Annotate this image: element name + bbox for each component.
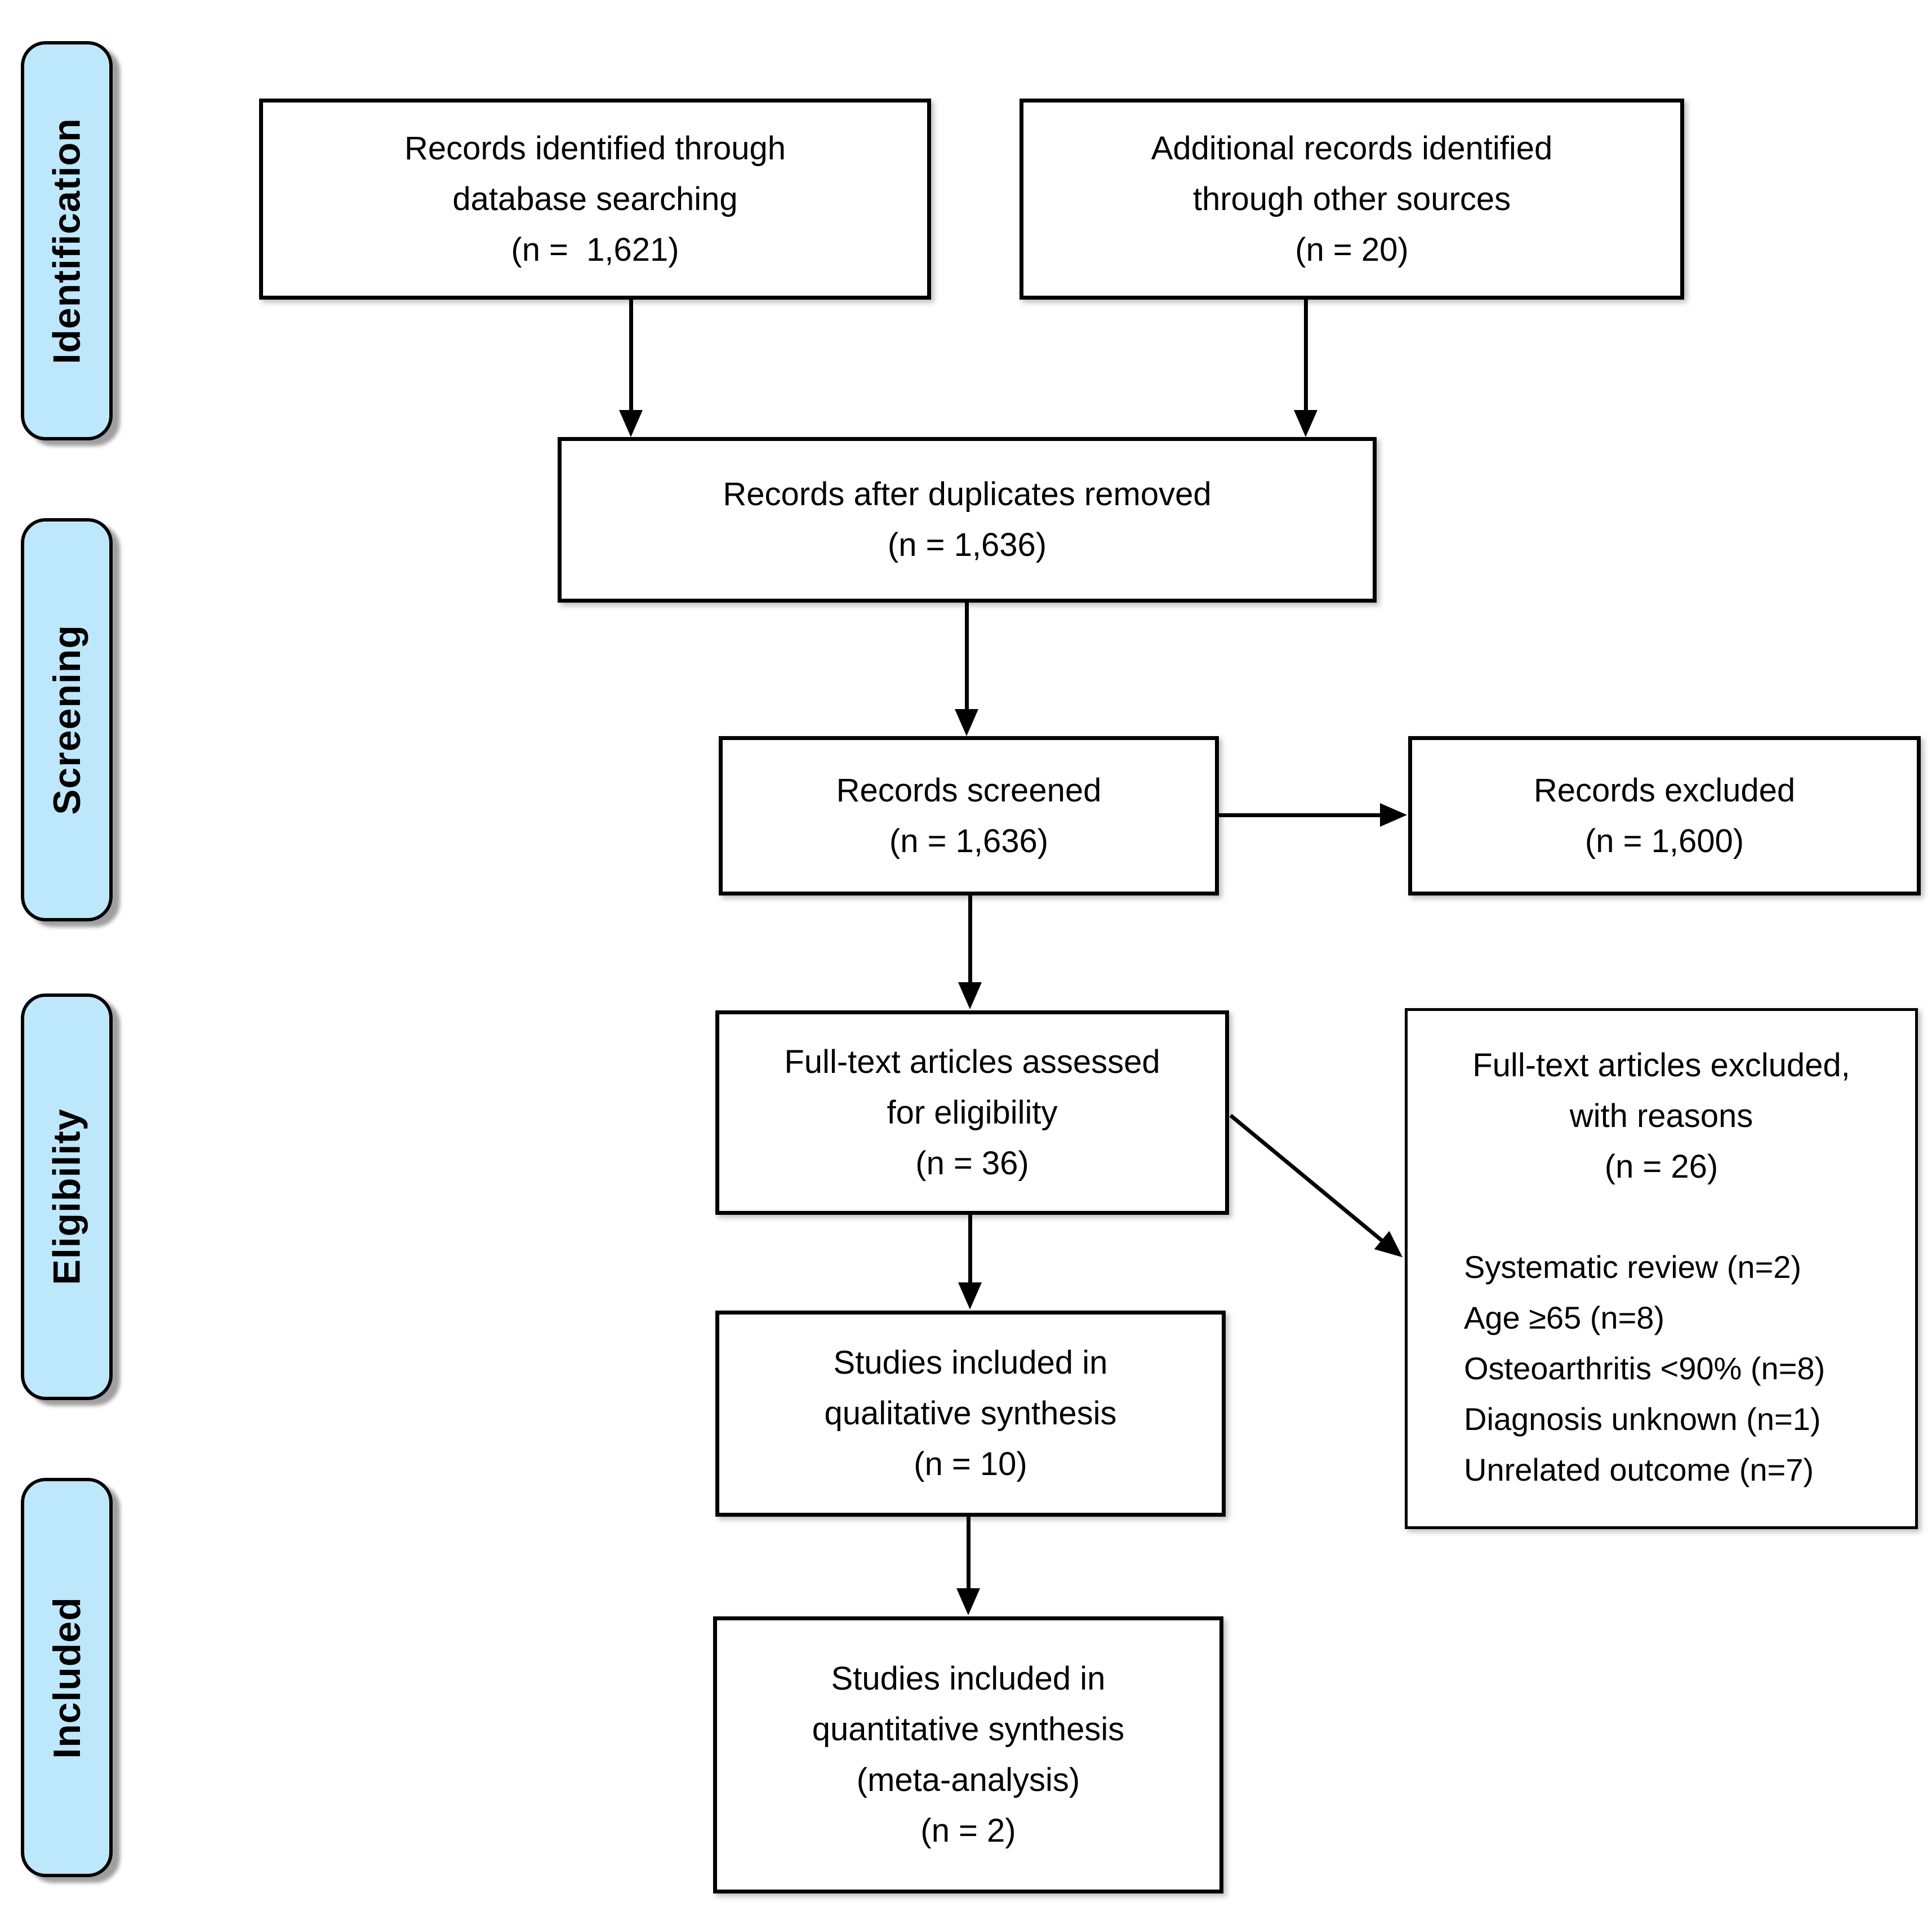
stage-identification: Identification bbox=[21, 41, 113, 440]
box-duplicates-removed: Records after duplicates removed (n = 1,… bbox=[558, 437, 1377, 603]
box-additional-records: Additional records identified through ot… bbox=[1020, 99, 1684, 300]
stage-included-label: Included bbox=[45, 1596, 88, 1759]
box-line: (n = 1,621) bbox=[511, 231, 679, 268]
box-quantitative-synthesis: Studies included in quantitative synthes… bbox=[713, 1616, 1223, 1893]
box-line: (n = 1,636) bbox=[889, 822, 1049, 859]
box-qualitative-synthesis: Studies included in qualitative synthesi… bbox=[715, 1311, 1226, 1517]
box-fulltext-assessed: Full-text articles assessed for eligibil… bbox=[715, 1010, 1229, 1215]
stage-eligibility-label: Eligibility bbox=[45, 1108, 88, 1285]
stage-included: Included bbox=[21, 1478, 113, 1877]
box-line: for eligibility bbox=[887, 1094, 1058, 1131]
exclusion-reason: Osteoarthritis <90% (n=8) bbox=[1464, 1351, 1826, 1386]
box-line: (n = 1,600) bbox=[1584, 822, 1744, 859]
box-line: Records after duplicates removed bbox=[723, 476, 1212, 513]
box-fulltext-excluded: Full-text articles excluded, with reason… bbox=[1405, 1008, 1918, 1529]
stage-identification-label: Identification bbox=[45, 117, 88, 364]
box-line: qualitative synthesis bbox=[824, 1395, 1117, 1432]
box-records-identified: Records identified through database sear… bbox=[259, 99, 931, 300]
box-line: Records identified through bbox=[404, 130, 786, 167]
box-line: quantitative synthesis bbox=[812, 1711, 1125, 1748]
box-line: Records screened bbox=[836, 772, 1102, 809]
exclusion-reasons-list: Systematic review (n=2) Age ≥65 (n=8) Os… bbox=[1408, 1242, 1915, 1495]
box-line: Additional records identified bbox=[1151, 130, 1553, 167]
box-line: (n = 36) bbox=[915, 1144, 1029, 1182]
stage-screening: Screening bbox=[21, 518, 113, 921]
box-line: database searching bbox=[452, 180, 738, 217]
box-line: (n = 1,636) bbox=[887, 527, 1047, 563]
exclusion-reason: Age ≥65 (n=8) bbox=[1464, 1300, 1665, 1335]
arrow-fulltext-to-excluded-diagonal bbox=[1218, 1100, 1415, 1272]
box-line: Records excluded bbox=[1533, 772, 1796, 809]
exclusion-reason: Systematic review (n=2) bbox=[1464, 1249, 1802, 1285]
exclusion-reason: Unrelated outcome (n=7) bbox=[1464, 1452, 1814, 1487]
box-line: (n = 20) bbox=[1295, 231, 1409, 268]
stage-screening-label: Screening bbox=[45, 625, 88, 815]
box-records-screened: Records screened (n = 1,636) bbox=[719, 736, 1219, 895]
box-line: Studies included in bbox=[833, 1344, 1108, 1381]
box-line: (n = 2) bbox=[920, 1812, 1016, 1849]
box-records-excluded: Records excluded (n = 1,600) bbox=[1408, 736, 1921, 895]
box-line: with reasons bbox=[1569, 1098, 1753, 1134]
exclusion-reason: Diagnosis unknown (n=1) bbox=[1464, 1401, 1821, 1437]
box-line: Full-text articles excluded, bbox=[1472, 1047, 1850, 1084]
box-line: (meta-analysis) bbox=[856, 1762, 1080, 1798]
box-line: Full-text articles assessed bbox=[784, 1043, 1160, 1080]
stage-eligibility: Eligibility bbox=[21, 993, 113, 1400]
box-line: through other sources bbox=[1192, 180, 1511, 217]
box-line: (n = 10) bbox=[914, 1446, 1027, 1482]
box-line: Studies included in bbox=[831, 1660, 1106, 1697]
box-line: (n = 26) bbox=[1604, 1148, 1719, 1185]
